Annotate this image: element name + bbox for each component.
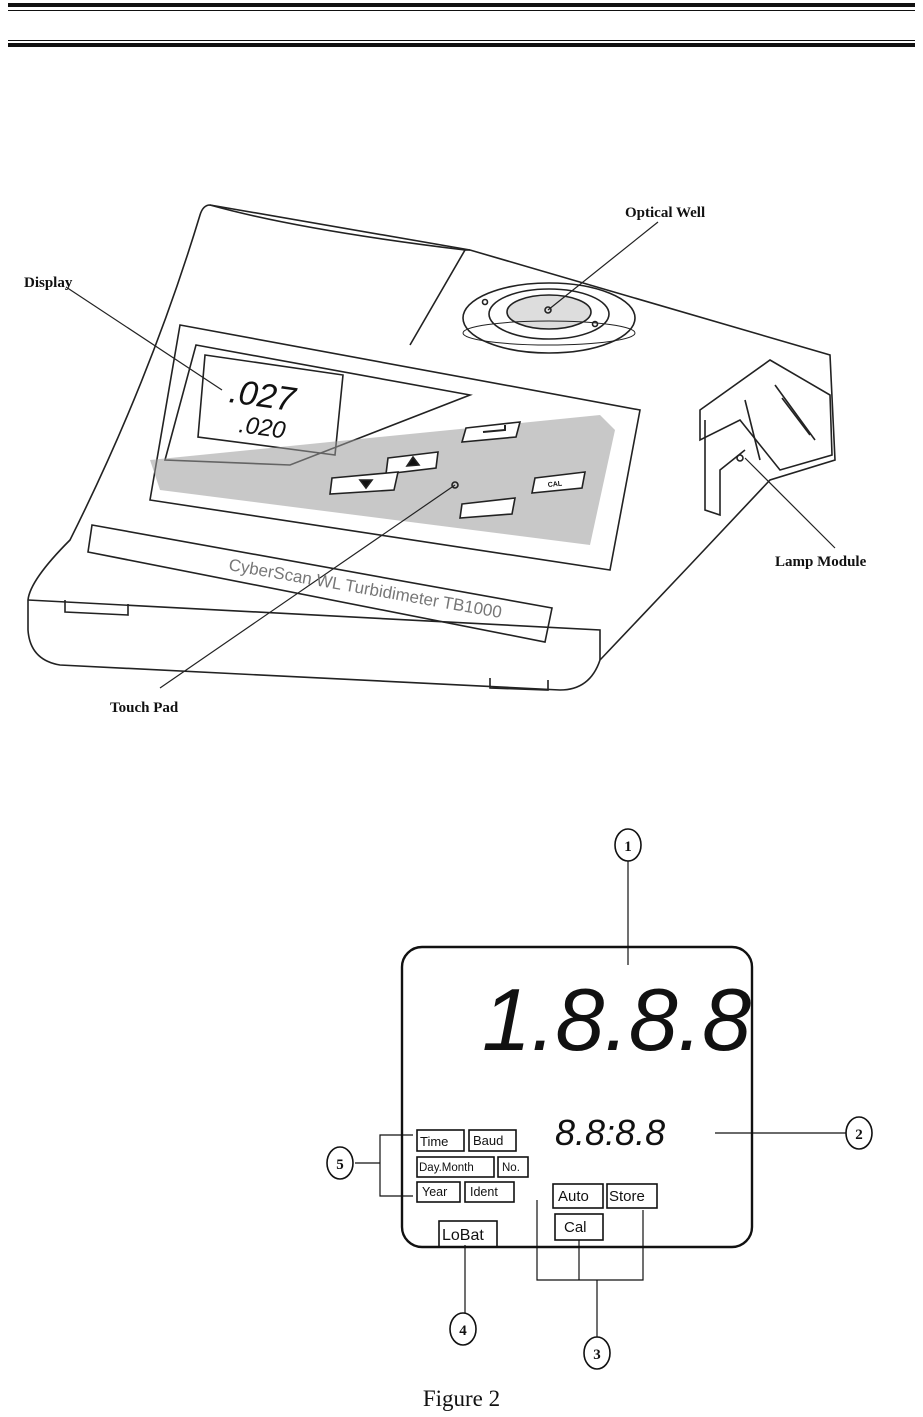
header-rule-thin [8,10,915,11]
indicator-year-box [416,1181,461,1203]
callout-4: 4 [459,1323,467,1339]
header-rule-bottom-thin [8,40,915,41]
indicator-year: Year [422,1185,447,1199]
display-label: Display [24,275,73,291]
rear-hump [209,204,467,346]
lcd-frame [400,945,754,1249]
touch-pad-leader [159,484,456,689]
indicator-auto: Auto [558,1188,589,1205]
esc-key [459,497,516,519]
indicator-no: No. [502,1162,520,1174]
header-rule-top [8,3,915,7]
cal-key-label: CAL [547,480,563,489]
control-panel [149,324,641,571]
figure-caption: Figure 2 [422,1386,501,1411]
indicator-cal: Cal [564,1219,587,1236]
optical-well-leader [547,221,659,311]
front-edge [27,599,601,660]
display-leader [65,286,223,391]
indicator-lobat: LoBat [442,1227,484,1244]
indicator-baud: Baud [473,1133,503,1148]
indicator-store: Store [609,1188,645,1205]
header-rule-bottom [8,43,915,47]
name-strip [87,524,553,643]
indicator-store-box [606,1183,658,1209]
housing-outline [27,204,836,691]
lamp-module-label: Lamp Module [775,554,867,570]
indicator-cal-box [554,1213,604,1241]
indicator-day-month: Day.Month [419,1162,474,1174]
indicator-baud-box [468,1129,517,1152]
indicator-ident: Ident [470,1185,498,1199]
lcd-layout-diagram [326,828,873,1370]
indicator-lobat-box [438,1220,498,1248]
instrument-illustration [27,204,836,691]
callout-5-circle [326,1146,354,1180]
indicator-auto-box [552,1183,604,1209]
optical-well-label: Optical Well [625,205,705,221]
cal-key [531,471,586,494]
device-main-reading: .027 [227,372,299,419]
touch-pad-label: Touch Pad [110,700,179,716]
callout-3: 3 [593,1347,601,1363]
indicator-ident-box [464,1181,515,1203]
device-sub-reading: .020 [237,411,288,444]
indicator-no-box [497,1156,529,1178]
lcd-main-digits: 1.8.8.8 [482,970,751,1069]
indicator-time-box [416,1129,465,1152]
lcd-sub-digits: 8.8:8.8 [555,1112,665,1153]
indicator-time: Time [420,1134,448,1149]
callout-5: 5 [336,1157,344,1173]
callout-1: 1 [624,839,632,855]
callout-2: 2 [855,1127,863,1143]
callout-4-circle [449,1312,477,1346]
lamp-module-leader [744,457,836,549]
lamp-module-housing [699,359,833,471]
indicator-day-month-box [416,1156,495,1178]
